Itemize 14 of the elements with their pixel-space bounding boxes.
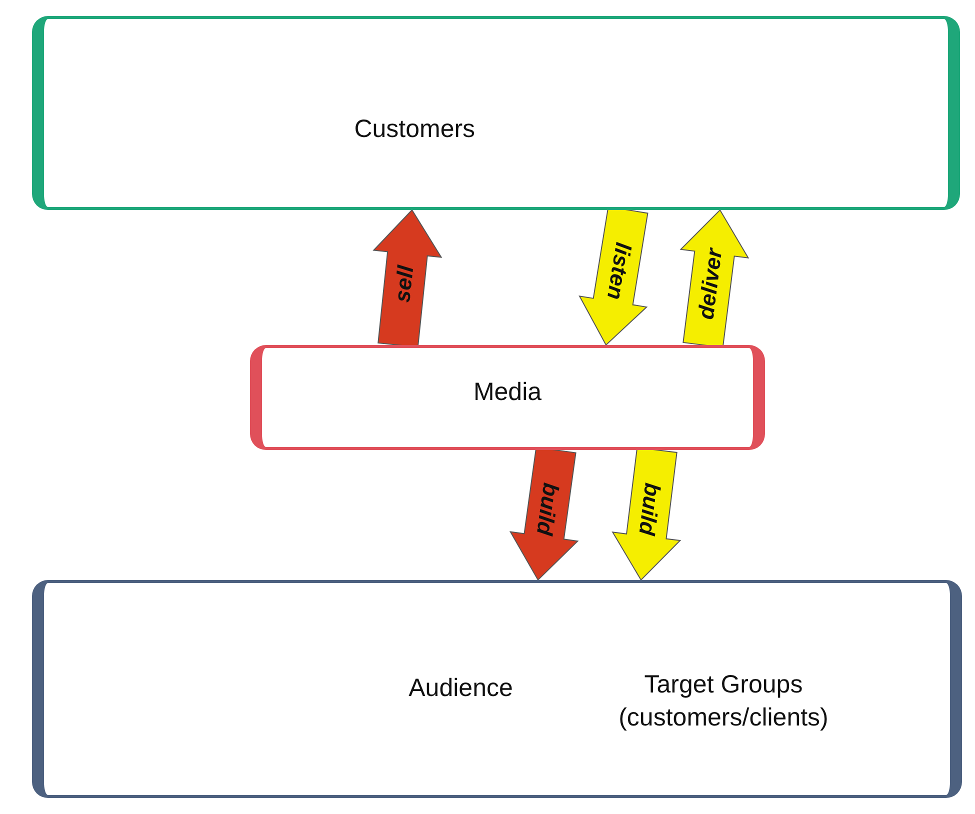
block-arrow bbox=[612, 447, 682, 581]
box-label: Media bbox=[473, 376, 542, 408]
box-label: Audience bbox=[408, 673, 513, 704]
rounded-box bbox=[32, 580, 962, 798]
block-arrow bbox=[372, 209, 442, 348]
rounded-box bbox=[32, 16, 960, 210]
edge-label: build bbox=[531, 480, 564, 536]
box-label: Customers bbox=[354, 114, 476, 146]
rounded-box bbox=[250, 345, 765, 450]
edge-label: deliver bbox=[693, 247, 728, 322]
edge-label: sell bbox=[389, 264, 419, 304]
edge-label: listen bbox=[600, 240, 636, 302]
edge-label: build bbox=[633, 480, 666, 536]
box-label: Target Groups (customers/clients) bbox=[618, 668, 830, 734]
